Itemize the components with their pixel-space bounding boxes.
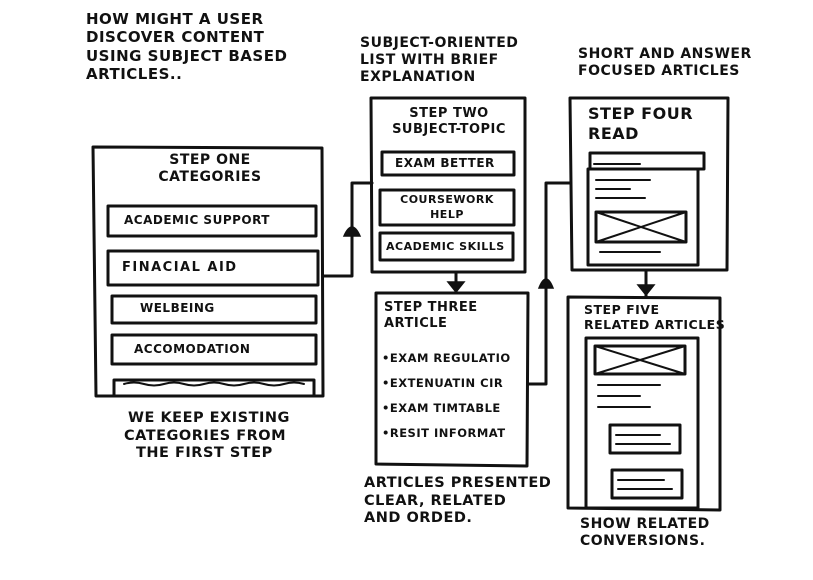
step-three-title: STEP THREE ARTICLE <box>384 300 484 332</box>
related-card-2 <box>610 468 684 500</box>
item-academic-support[interactable]: ACADEMIC SUPPORT <box>124 213 270 227</box>
step-five-title-line-2: RELATED ARTICLES <box>584 317 726 333</box>
wavy-line <box>123 381 305 387</box>
note-four-line-1: SHORT AND ANSWER <box>578 46 752 62</box>
note-one-line-1: WE KEEP EXISTING <box>128 410 290 426</box>
note-step-five: SHOW RELATED CONVERSIONS. <box>580 516 710 550</box>
step-two-title-line-2: SUBJECT-TOPIC <box>392 121 506 137</box>
step-one-title-line-2: CATEGORIES <box>158 169 262 186</box>
academic-support-box <box>106 204 318 238</box>
note-three-line-3: AND ORDED. <box>364 510 473 527</box>
item-financial-aid[interactable]: FINACIAL AID <box>122 260 238 275</box>
coursework-box <box>378 188 516 227</box>
step-four-title-line-1: STEP FOUR <box>588 104 694 123</box>
step-one-title-line-1: STEP ONE <box>169 152 251 168</box>
browser-bar <box>588 151 706 171</box>
image-placeholder <box>594 210 688 244</box>
step-four-title-line-2: READ <box>588 123 639 143</box>
step-three-title-line-2: ARTICLE <box>384 315 448 331</box>
article-list: •EXAM REGULATIO •EXTENUATIN CIR •EXAM TI… <box>382 346 511 446</box>
wellbeing-box <box>110 294 318 325</box>
step-three-title-line-1: STEP THREE <box>384 300 478 315</box>
note-five-line-1: SHOW RELATED <box>580 516 710 532</box>
note-step-two-top: SUBJECT-ORIENTED LIST WITH BRIEF EXPLANA… <box>360 35 518 86</box>
step-five-image <box>593 344 687 376</box>
arrow-head-3 <box>537 278 555 289</box>
note-two-line-2: LIST WITH BRIEF <box>360 52 499 69</box>
note-three-line-2: CLEAR, RELATED <box>364 492 507 509</box>
item-wellbeing[interactable]: WELBEING <box>140 301 215 315</box>
step-five-frame <box>566 295 722 512</box>
arrow-head-4 <box>636 284 656 297</box>
step-four-title: STEP FOUR READ <box>588 104 693 143</box>
article-item-1[interactable]: •EXAM REGULATIO <box>382 351 511 365</box>
item-coursework-help[interactable]: COURSEWORK HELP <box>400 193 494 221</box>
arrow-head-2 <box>446 281 466 294</box>
step-two-frame <box>369 96 527 274</box>
step-five-title-line-1: STEP FIVE <box>584 302 660 317</box>
item-academic-skills[interactable]: ACADEMIC SKILLS <box>386 240 505 253</box>
note-one-line-2: CATEGORIES FROM <box>124 427 287 444</box>
exam-better-box <box>380 150 516 177</box>
arrow-head-1 <box>342 226 362 237</box>
note-four-line-2: FOCUSED ARTICLES <box>578 63 740 80</box>
note-two-line-3: EXPLANATION <box>360 69 476 86</box>
academic-skills-box <box>378 231 515 262</box>
step-five-browser <box>584 336 700 510</box>
article-item-4[interactable]: •RESIT INFORMAT <box>382 426 506 440</box>
intro-line-1: HOW MIGHT A USER <box>86 10 264 28</box>
intro-line-2: DISCOVER CONTENT <box>86 28 265 47</box>
step-one-title: STEP ONE CATEGORIES <box>130 152 290 186</box>
step-two-title-line-1: STEP TWO <box>409 106 489 121</box>
note-step-three: ARTICLES PRESENTED CLEAR, RELATED AND OR… <box>364 475 551 528</box>
step-three-frame <box>374 291 530 468</box>
accommodation-box <box>110 333 318 366</box>
intro-line-4: ARTICLES.. <box>86 64 183 83</box>
item-accommodation[interactable]: ACCOMODATION <box>134 342 251 356</box>
step-one-frame <box>91 145 325 398</box>
browser-body <box>586 167 700 267</box>
note-five-line-2: CONVERSIONS. <box>580 533 706 550</box>
note-two-line-1: SUBJECT-ORIENTED <box>360 35 519 51</box>
partial-box <box>112 378 316 398</box>
article-item-3[interactable]: •EXAM TIMTABLE <box>382 401 501 415</box>
note-step-one: WE KEEP EXISTING CATEGORIES FROM THE FIR… <box>124 410 290 463</box>
financial-aid-box <box>106 249 320 287</box>
note-one-line-3: THE FIRST STEP <box>136 445 273 462</box>
article-item-2[interactable]: •EXTENUATIN CIR <box>382 376 504 390</box>
intro-note: HOW MIGHT A USER DISCOVER CONTENT USING … <box>86 10 287 83</box>
note-three-line-1: ARTICLES PRESENTED <box>364 475 552 491</box>
intro-line-3: USING SUBJECT BASED <box>86 46 288 65</box>
step-two-title: STEP TWO SUBJECT-TOPIC <box>378 106 520 138</box>
item-exam-better[interactable]: EXAM BETTER <box>395 156 495 170</box>
note-step-four-top: SHORT AND ANSWER FOCUSED ARTICLES <box>578 46 752 80</box>
step-four-frame <box>568 96 730 272</box>
related-card-1 <box>608 423 682 455</box>
step-five-title: STEP FIVE RELATED ARTICLES <box>584 302 725 333</box>
